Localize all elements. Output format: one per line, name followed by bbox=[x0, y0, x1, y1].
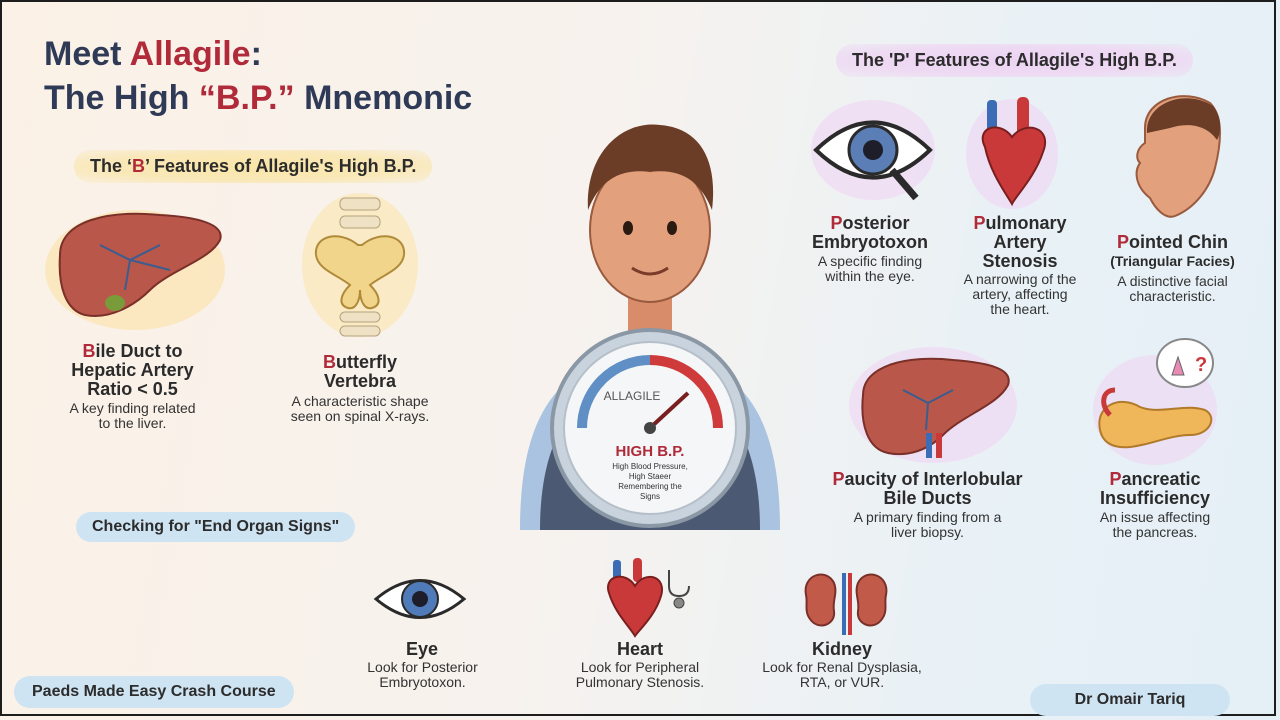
eye-magnifier-icon bbox=[811, 100, 935, 201]
p3-subtitle: (Triangular Facies) bbox=[1110, 253, 1235, 269]
butterfly-vertebra-icon bbox=[302, 193, 418, 337]
organ-heart-icon bbox=[606, 558, 690, 638]
p-features-header: The 'P' Features of Allagile's High B.P. bbox=[836, 44, 1193, 77]
p5-title: Pancreatic Insufficiency bbox=[1099, 469, 1211, 508]
organ-kidney-title: Kidney bbox=[811, 639, 872, 659]
organ-kidney-desc: Look for Renal Dysplasia,RTA, or VUR. bbox=[762, 659, 922, 690]
b2-title: Butterfly Vertebra bbox=[322, 352, 397, 391]
svg-text:High Staeer: High Staeer bbox=[629, 472, 672, 481]
svg-text:?: ? bbox=[1195, 354, 1207, 376]
page-title: Meet Allagile: The High “B.P.” Mnemonic bbox=[44, 35, 473, 117]
organ-eye-title: Eye bbox=[405, 639, 439, 659]
organ-eye-icon bbox=[373, 579, 467, 619]
gauge-brand: ALLAGILE bbox=[604, 389, 661, 403]
p4-title: Paucity of Interlobular Bile Ducts bbox=[832, 469, 1023, 508]
pancreas-icon: ? bbox=[1093, 338, 1217, 465]
b1-title: Bile Duct to Hepatic Artery Ratio < 0.5 bbox=[71, 341, 194, 399]
organ-kidney-icon bbox=[804, 573, 888, 635]
organ-heart-title: Heart bbox=[616, 639, 664, 659]
svg-text:Remembering the: Remembering the bbox=[618, 482, 682, 491]
p3-title: Pointed Chin bbox=[1117, 232, 1228, 252]
heart-icon bbox=[966, 97, 1058, 209]
liver-biopsy-icon bbox=[849, 347, 1017, 463]
author-badge: Dr Omair Tariq bbox=[1030, 684, 1230, 716]
central-figure: ALLAGILE HIGH B.P. High Blood Pressure, … bbox=[520, 124, 780, 530]
b-features-header: The ‘B’ Features of Allagile's High B.P. bbox=[74, 150, 433, 183]
course-badge: Paeds Made Easy Crash Course bbox=[14, 676, 294, 708]
p2-title: Pulmonary Artery Stenosis bbox=[973, 213, 1067, 271]
gauge-label: HIGH B.P. bbox=[616, 443, 685, 460]
face-profile-icon bbox=[1135, 95, 1221, 218]
svg-text:Signs: Signs bbox=[640, 492, 660, 501]
p1-title: Posterior Embryotoxon bbox=[811, 213, 928, 252]
svg-text:High Blood Pressure,: High Blood Pressure, bbox=[612, 462, 688, 471]
liver-icon bbox=[45, 210, 225, 330]
end-organ-header: Checking for "End Organ Signs" bbox=[76, 512, 356, 542]
